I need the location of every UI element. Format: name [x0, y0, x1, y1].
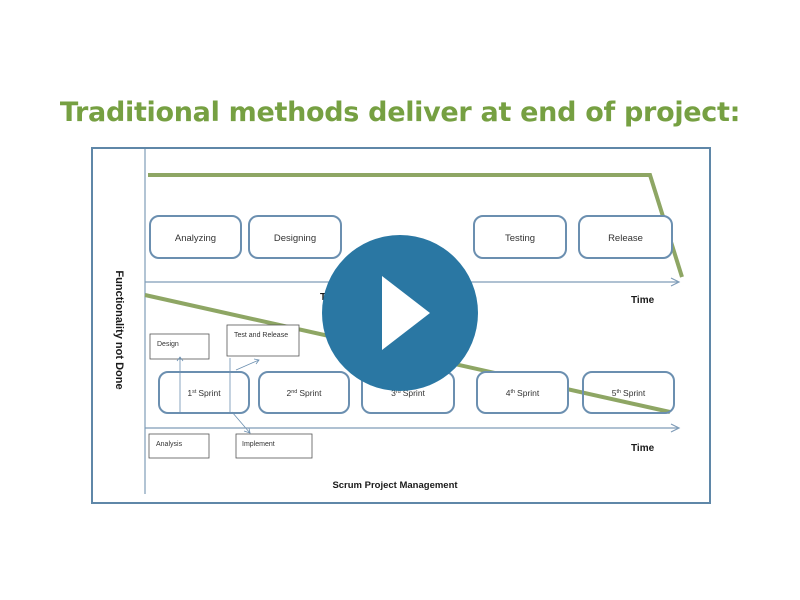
activity-box-test-release: Test and Release	[226, 324, 300, 357]
activity-label: Design	[157, 341, 179, 348]
diagram-frame	[91, 147, 711, 504]
phase-box-release: Release	[578, 215, 673, 259]
scrum-time-label: Time	[631, 443, 655, 454]
phase-label: Designing	[274, 233, 316, 244]
y-axis-label: Functionality not Done	[113, 270, 125, 389]
activity-box-analysis: Analysis	[148, 433, 210, 459]
scrum-axis-arrowhead	[670, 423, 681, 433]
phase-box-analyzing: Analyzing	[149, 215, 242, 259]
activity-box-design: Design	[149, 333, 210, 360]
sprint-cycle-arrows	[176, 356, 260, 434]
slide-title: Traditional methods deliver at end of pr…	[59, 97, 741, 128]
traditional-axis-arrowhead	[670, 277, 681, 287]
traditional-time-label: Time	[631, 295, 655, 306]
phase-label: Analyzing	[175, 233, 216, 244]
phase-box-designing: Designing	[248, 215, 342, 259]
phase-label: Release	[608, 233, 643, 244]
activity-label: Implement	[242, 441, 275, 448]
play-button[interactable]	[322, 235, 478, 391]
activity-label: Test and Release	[234, 332, 288, 339]
activity-label: Analysis	[156, 441, 183, 448]
activity-box-implement: Implement	[235, 433, 313, 459]
play-icon	[382, 276, 430, 350]
phase-label: Testing	[505, 233, 535, 244]
scrum-caption: Scrum Project Management	[332, 480, 458, 491]
phase-box-testing: Testing	[473, 215, 567, 259]
